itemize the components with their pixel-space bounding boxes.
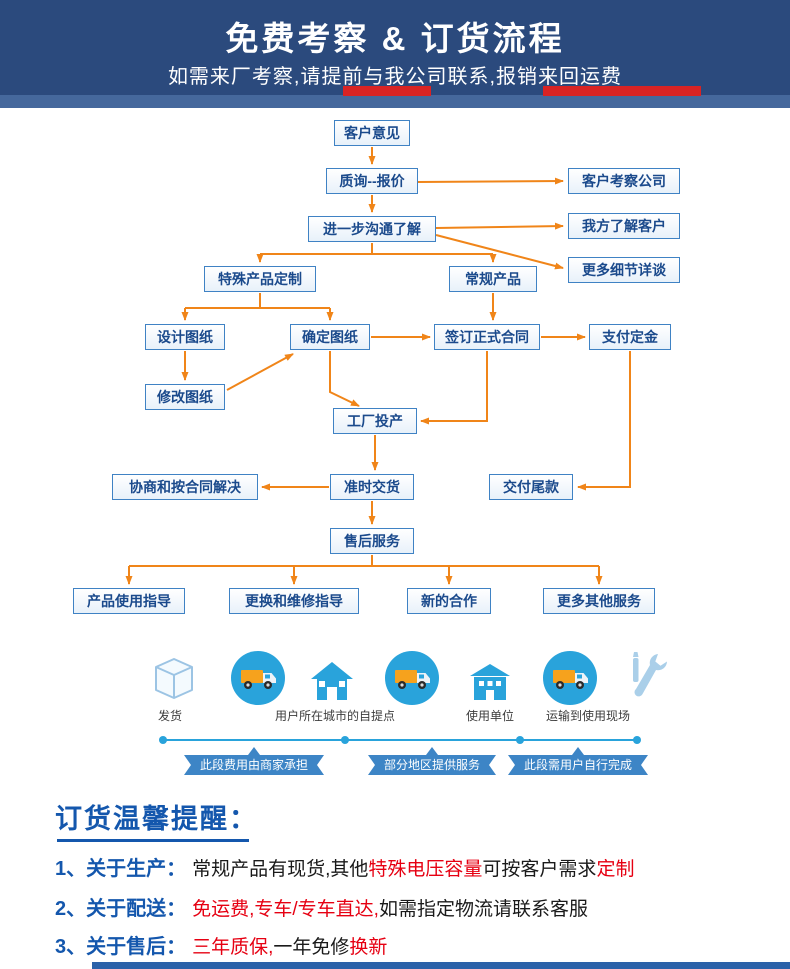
timeline-dot xyxy=(159,736,167,744)
flow-node-more-details-discuss: 更多细节详谈 xyxy=(568,257,680,283)
stage-label-ship: 发货 xyxy=(157,709,183,723)
note-text-highlight: 三年质保, xyxy=(192,937,274,958)
logistics-timeline xyxy=(163,739,637,741)
note-item-delivery: 2、关于配送：免运费,专车/专车直达,如需指定物流请联系客服 xyxy=(55,892,588,921)
red-underline-mark xyxy=(543,86,701,96)
flow-node-new-cooperation: 新的合作 xyxy=(407,588,491,614)
note-text: 可按客户需求 xyxy=(482,859,597,880)
flow-node-regular-product: 常规产品 xyxy=(449,266,537,292)
truck-icon xyxy=(231,651,285,705)
stage-label-using-unit: 使用单位 xyxy=(465,709,515,723)
note-item-after-sales: 3、关于售后：三年质保,一年免修换新 xyxy=(55,930,387,959)
flow-node-sign-contract: 签订正式合同 xyxy=(434,324,540,350)
timeline-dot xyxy=(341,736,349,744)
flow-node-inquiry-quote: 质询--报价 xyxy=(326,168,418,194)
note-text-highlight: 定制 xyxy=(596,859,635,880)
header-strip xyxy=(0,95,790,108)
banner-merchant-pays: 此段费用由商家承担 xyxy=(184,755,324,775)
note-text-highlight: 特殊电压容量 xyxy=(368,859,483,880)
timeline-dot xyxy=(633,736,641,744)
page-subtitle: 如需来厂考察,请提前与我公司联系,报销来回运费 xyxy=(167,66,623,88)
header-banner: 免费考察 & 订货流程 如需来厂考察,请提前与我公司联系,报销来回运费 xyxy=(0,0,790,95)
banner-partial-service: 部分地区提供服务 xyxy=(368,755,496,775)
flow-node-on-time-delivery: 准时交货 xyxy=(330,474,414,500)
flow-node-factory-production: 工厂投产 xyxy=(333,408,417,434)
stage-label-transport-to-site: 运输到使用现场 xyxy=(545,709,631,723)
notes-title-underline xyxy=(57,839,249,842)
notes-title: 订货温馨提醒： xyxy=(55,804,258,834)
flow-node-client-visit-company: 客户考察公司 xyxy=(568,168,680,194)
building-icon xyxy=(470,664,510,700)
flow-node-special-product-custom: 特殊产品定制 xyxy=(204,266,316,292)
red-underline-mark xyxy=(343,86,431,96)
flow-node-design-drawing: 设计图纸 xyxy=(145,324,225,350)
truck-icon xyxy=(543,651,597,705)
flow-node-usage-guidance: 产品使用指导 xyxy=(73,588,185,614)
flow-node-more-other-services: 更多其他服务 xyxy=(543,588,655,614)
flow-node-replacement-repair-guidance: 更换和维修指导 xyxy=(229,588,359,614)
note-text: 如需指定物流请联系客服 xyxy=(378,899,588,920)
page-title: 免费考察 & 订货流程 xyxy=(225,20,565,57)
truck-icon xyxy=(385,651,439,705)
flow-node-pay-deposit: 支付定金 xyxy=(589,324,671,350)
flow-node-pay-balance: 交付尾款 xyxy=(489,474,573,500)
tools-icon xyxy=(633,652,667,697)
flow-node-customer-feedback: 客户意见 xyxy=(334,120,410,146)
flow-node-we-understand-client: 我方了解客户 xyxy=(568,213,680,239)
banner-user-completes: 此段需用户自行完成 xyxy=(508,755,648,775)
flow-node-negotiate-per-contract: 协商和按合同解决 xyxy=(112,474,258,500)
box-icon xyxy=(155,658,193,699)
stage-label-pickup-point: 用户所在城市的自提点 xyxy=(274,709,396,723)
note-item-production: 1、关于生产：常规产品有现货,其他特殊电压容量可按客户需求定制 xyxy=(55,852,634,881)
note-label-after-sales: 3、关于售后： xyxy=(55,936,187,958)
flow-node-modify-drawing: 修改图纸 xyxy=(145,384,225,410)
bottom-strip xyxy=(92,962,790,969)
banner-pointer xyxy=(248,747,260,755)
timeline-dot xyxy=(516,736,524,744)
note-label-production: 1、关于生产： xyxy=(55,858,187,880)
flow-node-confirm-drawing: 确定图纸 xyxy=(290,324,370,350)
note-text-highlight: 换新 xyxy=(349,937,388,958)
banner-pointer xyxy=(572,747,584,755)
flow-node-further-communication: 进一步沟通了解 xyxy=(308,216,436,242)
note-text: 一年免修 xyxy=(273,937,350,958)
note-label-delivery: 2、关于配送： xyxy=(55,898,187,920)
note-text-highlight: 免运费,专车/专车直达, xyxy=(192,899,379,920)
flow-node-after-sales-service: 售后服务 xyxy=(330,528,414,554)
note-text: 常规产品有现货,其他 xyxy=(192,859,369,880)
banner-pointer xyxy=(426,747,438,755)
house-icon xyxy=(311,662,353,700)
